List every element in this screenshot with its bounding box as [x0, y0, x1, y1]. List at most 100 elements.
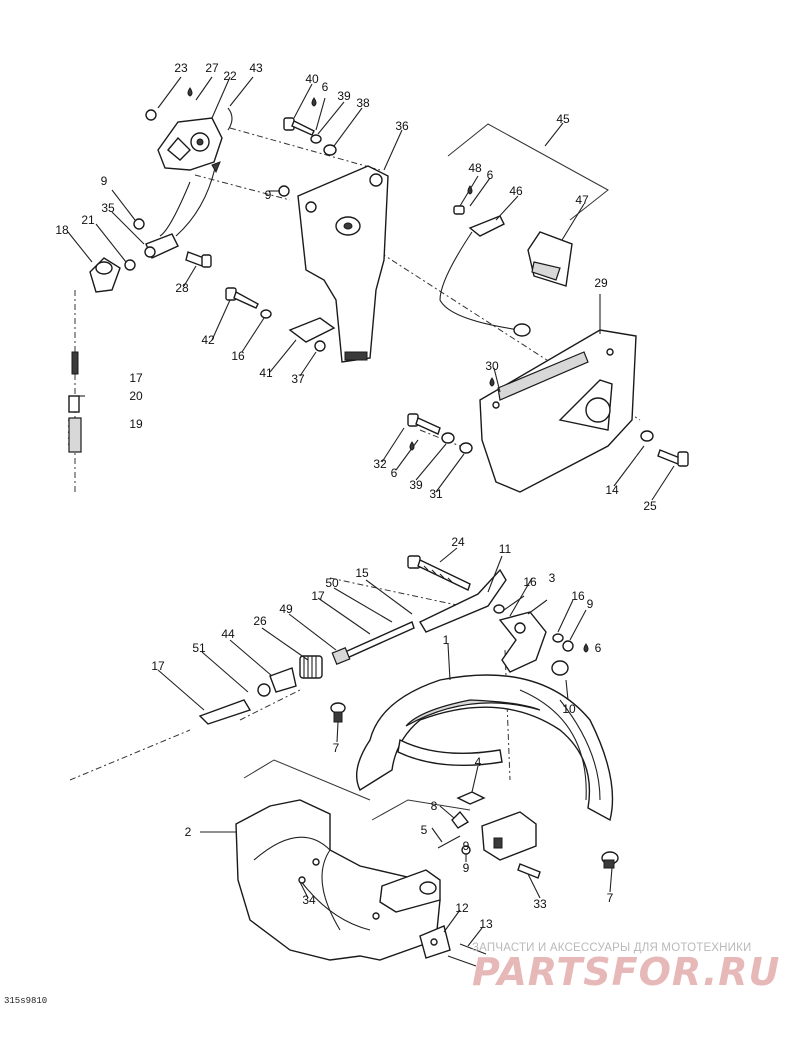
- callout-1: 1: [443, 633, 450, 647]
- callout-14: 14: [605, 483, 619, 497]
- bracket-part-22: [157, 117, 223, 171]
- plate-part-12: [419, 925, 451, 959]
- callout-3: 3: [549, 571, 556, 585]
- cable-end-part-17c: [198, 699, 252, 725]
- callout-6: 6: [487, 168, 494, 182]
- screw-part-32: [407, 413, 441, 435]
- callout-7: 7: [333, 741, 340, 755]
- plate-part-36: [297, 165, 389, 363]
- callout-7: 7: [607, 891, 614, 905]
- callout-39: 39: [337, 89, 351, 103]
- screw-part-25: [657, 449, 689, 467]
- watermark-tagline: ЗАПЧАСТИ И АКСЕССУАРЫ ДЛЯ МОТОТЕХНИКИ: [472, 942, 752, 954]
- callout-15: 15: [355, 566, 369, 580]
- callout-19: 19: [129, 417, 143, 431]
- nut-part-37: [314, 340, 326, 352]
- screw-part-48: [453, 205, 465, 215]
- callout-51: 51: [192, 641, 206, 655]
- bracket-part-34: [372, 869, 441, 920]
- callout-35: 35: [101, 201, 115, 215]
- callout-31: 31: [429, 487, 443, 501]
- callout-6: 6: [391, 466, 398, 480]
- lever-part-11: [419, 568, 507, 633]
- callout-16: 16: [523, 575, 537, 589]
- callout-21: 21: [81, 213, 95, 227]
- callout-44: 44: [221, 627, 235, 641]
- callout-16: 16: [571, 589, 585, 603]
- fitting-part-18: [89, 257, 121, 293]
- bolt-part-28: [185, 251, 212, 268]
- callout-49: 49: [279, 602, 293, 616]
- screw-part-7: [330, 702, 346, 723]
- callout-20: 20: [129, 389, 143, 403]
- callout-47: 47: [575, 193, 589, 207]
- lubricant-drop-icons: [187, 87, 589, 653]
- callout-25: 25: [643, 499, 657, 513]
- callout-34: 34: [302, 893, 316, 907]
- housing-block: [481, 811, 537, 861]
- washer-part-16: [260, 309, 272, 319]
- callout-8: 8: [431, 799, 438, 813]
- washer-part-31: [459, 442, 473, 454]
- screw-part-40: [283, 117, 315, 136]
- callout-40: 40: [305, 72, 319, 86]
- callout-9: 9: [463, 839, 470, 853]
- ferrule-part-49: [331, 647, 351, 665]
- nut-part-9: [278, 185, 290, 197]
- grommet-part-10: [551, 660, 569, 676]
- callout-24: 24: [451, 535, 465, 549]
- ring-part-51: [257, 683, 271, 697]
- callout-26: 26: [253, 614, 267, 628]
- screw-part-7b: [601, 851, 619, 869]
- callout-18: 18: [55, 223, 69, 237]
- nut-part-21: [124, 259, 136, 271]
- washer-part-14: [640, 430, 654, 442]
- callout-9: 9: [101, 174, 108, 188]
- watermark-logo: ЗАПЧАСТИ И АКСЕССУАРЫ ДЛЯ МОТОТЕХНИКИ PA…: [472, 942, 792, 994]
- callout-41: 41: [259, 366, 273, 380]
- washer-part-39: [310, 134, 322, 144]
- callout-9: 9: [587, 597, 594, 611]
- callout-48: 48: [468, 161, 482, 175]
- washer-part-38: [323, 144, 337, 156]
- bolt-part-24: [407, 555, 471, 591]
- callout-27: 27: [205, 61, 219, 75]
- callout-5: 5: [421, 823, 428, 837]
- drawing-code: 315s9810: [4, 996, 48, 1006]
- screw-part-13: [447, 943, 487, 967]
- callout-11: 11: [499, 542, 512, 556]
- callout-30: 30: [485, 359, 499, 373]
- callout-36: 36: [395, 119, 409, 133]
- callout-2: 2: [185, 825, 192, 839]
- bolt-part-42: [225, 287, 259, 309]
- rod-part-46: [439, 215, 531, 337]
- clip-part-8: [451, 810, 470, 829]
- cover-part-29: [479, 329, 637, 493]
- cable-part-17: [67, 351, 82, 453]
- callout-43: 43: [249, 61, 263, 75]
- cable-part-17b: [344, 621, 415, 659]
- plate-part-41: [288, 317, 336, 343]
- callout-17: 17: [129, 371, 143, 385]
- callout-50: 50: [325, 576, 339, 590]
- callout-17: 17: [311, 589, 325, 603]
- callout-10: 10: [562, 702, 576, 716]
- callout-13: 13: [479, 917, 493, 931]
- pin-part-5: [437, 835, 461, 849]
- nut-part-9c: [562, 640, 574, 652]
- callout-9: 9: [463, 861, 470, 875]
- callout-16: 16: [231, 349, 245, 363]
- washer-part-16d: [552, 633, 564, 643]
- fender-part-1: [356, 674, 614, 822]
- clip-part-43: [227, 107, 233, 131]
- callout-4: 4: [475, 755, 482, 769]
- callout-22: 22: [223, 69, 237, 83]
- nut-part-23: [145, 109, 157, 121]
- nut-part-9b: [133, 218, 145, 230]
- callout-6: 6: [595, 641, 602, 655]
- callout-37: 37: [291, 372, 305, 386]
- callout-38: 38: [356, 96, 370, 110]
- callout-23: 23: [174, 61, 188, 75]
